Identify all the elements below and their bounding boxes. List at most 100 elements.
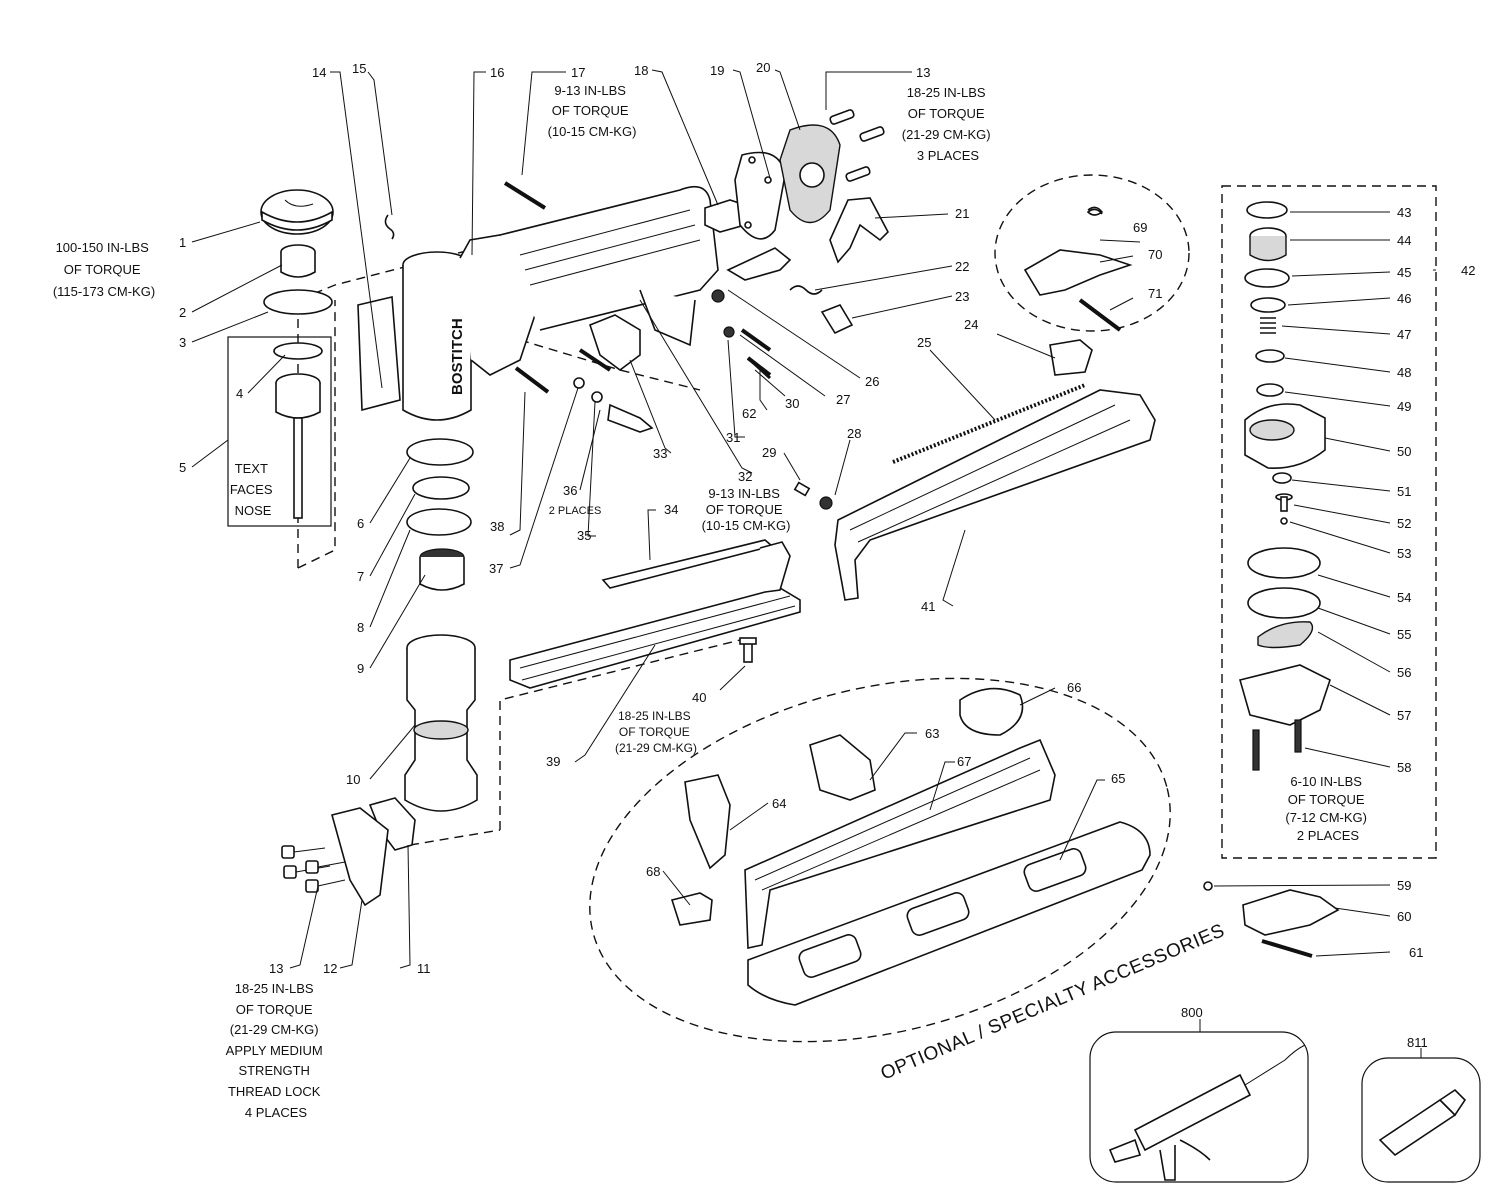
callout-53: 53 xyxy=(1397,546,1411,561)
leader-lines xyxy=(191,69,1436,1058)
pin-part-29 xyxy=(793,481,811,497)
cap-part-1 xyxy=(260,189,334,235)
torque-note-part-32: 9-13 IN-LBS OF TORQUE (10-15 CM-KG) xyxy=(702,486,791,533)
callout-54: 54 xyxy=(1397,590,1411,605)
callout-11: 11 xyxy=(417,961,431,976)
valve-part-35 xyxy=(607,403,654,433)
torque-note-part-58: 6-10 IN-LBS OF TORQUE (7-12 CM-KG) 2 PLA… xyxy=(1285,774,1370,843)
gasket-part-19 xyxy=(734,151,786,240)
pin-part-17 xyxy=(503,181,547,210)
callout-63: 63 xyxy=(925,726,939,741)
part-art xyxy=(260,109,1467,1181)
callout-71: 71 xyxy=(1148,286,1162,301)
spring-part-25 xyxy=(892,383,1086,464)
o-ring-part-3 xyxy=(263,289,333,315)
callout-8: 8 xyxy=(357,620,364,635)
washer-part-48 xyxy=(1255,349,1285,363)
callout-69: 69 xyxy=(1133,220,1147,235)
callout-44: 44 xyxy=(1397,233,1411,248)
callout-22: 22 xyxy=(955,259,969,274)
callout-800: 800 xyxy=(1181,1005,1203,1020)
callout-70: 70 xyxy=(1148,247,1162,262)
callout-27: 27 xyxy=(836,392,850,407)
callout-30: 30 xyxy=(785,396,799,411)
torque-note-part-17: 9-13 IN-LBS OF TORQUE (10-15 CM-KG) xyxy=(548,83,637,139)
base-plate-part-65 xyxy=(747,821,1151,1006)
track-part-67 xyxy=(744,738,1056,949)
callout-45: 45 xyxy=(1397,265,1411,280)
callout-15: 15 xyxy=(352,61,366,76)
nut-part-31 xyxy=(723,326,735,338)
callout-47: 47 xyxy=(1397,327,1411,342)
nut-part-26 xyxy=(711,289,725,303)
callout-57: 57 xyxy=(1397,708,1411,723)
piston-part-44 xyxy=(1249,227,1287,262)
callout-39: 39 xyxy=(546,754,560,769)
o-ring-part-4 xyxy=(273,342,323,360)
callout-51: 51 xyxy=(1397,484,1411,499)
lever-part-70 xyxy=(1023,249,1133,296)
o-ring-part-7 xyxy=(412,476,470,500)
ball-part-53 xyxy=(1280,517,1288,525)
callout-65: 65 xyxy=(1111,771,1125,786)
kit-800-box xyxy=(1089,1031,1309,1183)
head-plate-part-20 xyxy=(779,124,841,224)
torque-note-part-40: 18-25 IN-LBS OF TORQUE (21-29 CM-KG) xyxy=(615,709,697,755)
body-part-16 xyxy=(402,185,719,421)
clip-part-59 xyxy=(1203,881,1213,891)
screw-part-40 xyxy=(739,637,757,663)
grease-gun-part-800 xyxy=(1108,1044,1306,1181)
screw-part-52 xyxy=(1275,493,1293,512)
plate-part-12 xyxy=(331,807,389,907)
callout-31: 31 xyxy=(726,430,740,445)
strip-part-34 xyxy=(601,539,774,589)
callout-64: 64 xyxy=(772,796,786,811)
torque-note-part-1: 100-150 IN-LBS OF TORQUE (115-173 CM-KG) xyxy=(53,240,155,299)
o-ring-part-8 xyxy=(406,508,472,536)
callout-10: 10 xyxy=(346,772,360,787)
piston-part-5 xyxy=(275,373,321,519)
sleeve-part-23 xyxy=(820,304,854,335)
callout-21: 21 xyxy=(955,206,969,221)
callout-numbers: 1 2 3 4 5 6 7 8 9 10 11 12 13 14 15 16 1… xyxy=(179,60,1475,1050)
callout-25: 25 xyxy=(917,335,931,350)
callout-9: 9 xyxy=(357,661,364,676)
spacer-part-51 xyxy=(1272,472,1292,484)
callout-61: 61 xyxy=(1409,945,1423,960)
callout-23: 23 xyxy=(955,289,969,304)
clip-part-68 xyxy=(670,892,713,926)
callout-66: 66 xyxy=(1067,680,1081,695)
callout-12: 12 xyxy=(323,961,337,976)
callout-33: 33 xyxy=(653,446,667,461)
nut-part-28 xyxy=(819,496,833,510)
callout-37: 37 xyxy=(489,561,503,576)
ring-part-37 xyxy=(573,377,585,389)
brand-logo: BOSTITCH xyxy=(449,318,466,395)
callout-38: 38 xyxy=(490,519,504,534)
ring-part-54 xyxy=(1247,547,1321,579)
callout-3: 3 xyxy=(179,335,186,350)
callout-16: 16 xyxy=(490,65,504,80)
callout-26: 26 xyxy=(865,374,879,389)
callout-59: 59 xyxy=(1397,878,1411,893)
callout-13-top: 13 xyxy=(916,65,930,80)
cylinder-part-10 xyxy=(404,634,478,812)
cap-part-66 xyxy=(959,687,1024,736)
callout-42: 42 xyxy=(1461,263,1475,278)
bumper-part-9 xyxy=(419,548,465,591)
callout-55: 55 xyxy=(1397,627,1411,642)
track-part-41 xyxy=(834,389,1156,601)
callout-811: 811 xyxy=(1407,1035,1428,1050)
callout-14: 14 xyxy=(312,65,326,80)
callout-50: 50 xyxy=(1397,444,1411,459)
ring-part-46 xyxy=(1250,297,1286,313)
piston-group-box xyxy=(227,336,332,527)
callout-5: 5 xyxy=(179,460,186,475)
pin-part-71 xyxy=(1078,298,1122,332)
bracket-part-63 xyxy=(809,734,876,801)
ring-part-55 xyxy=(1247,587,1321,619)
callout-7: 7 xyxy=(357,569,364,584)
pin-part-61 xyxy=(1261,939,1313,958)
lever-part-22 xyxy=(726,247,792,281)
